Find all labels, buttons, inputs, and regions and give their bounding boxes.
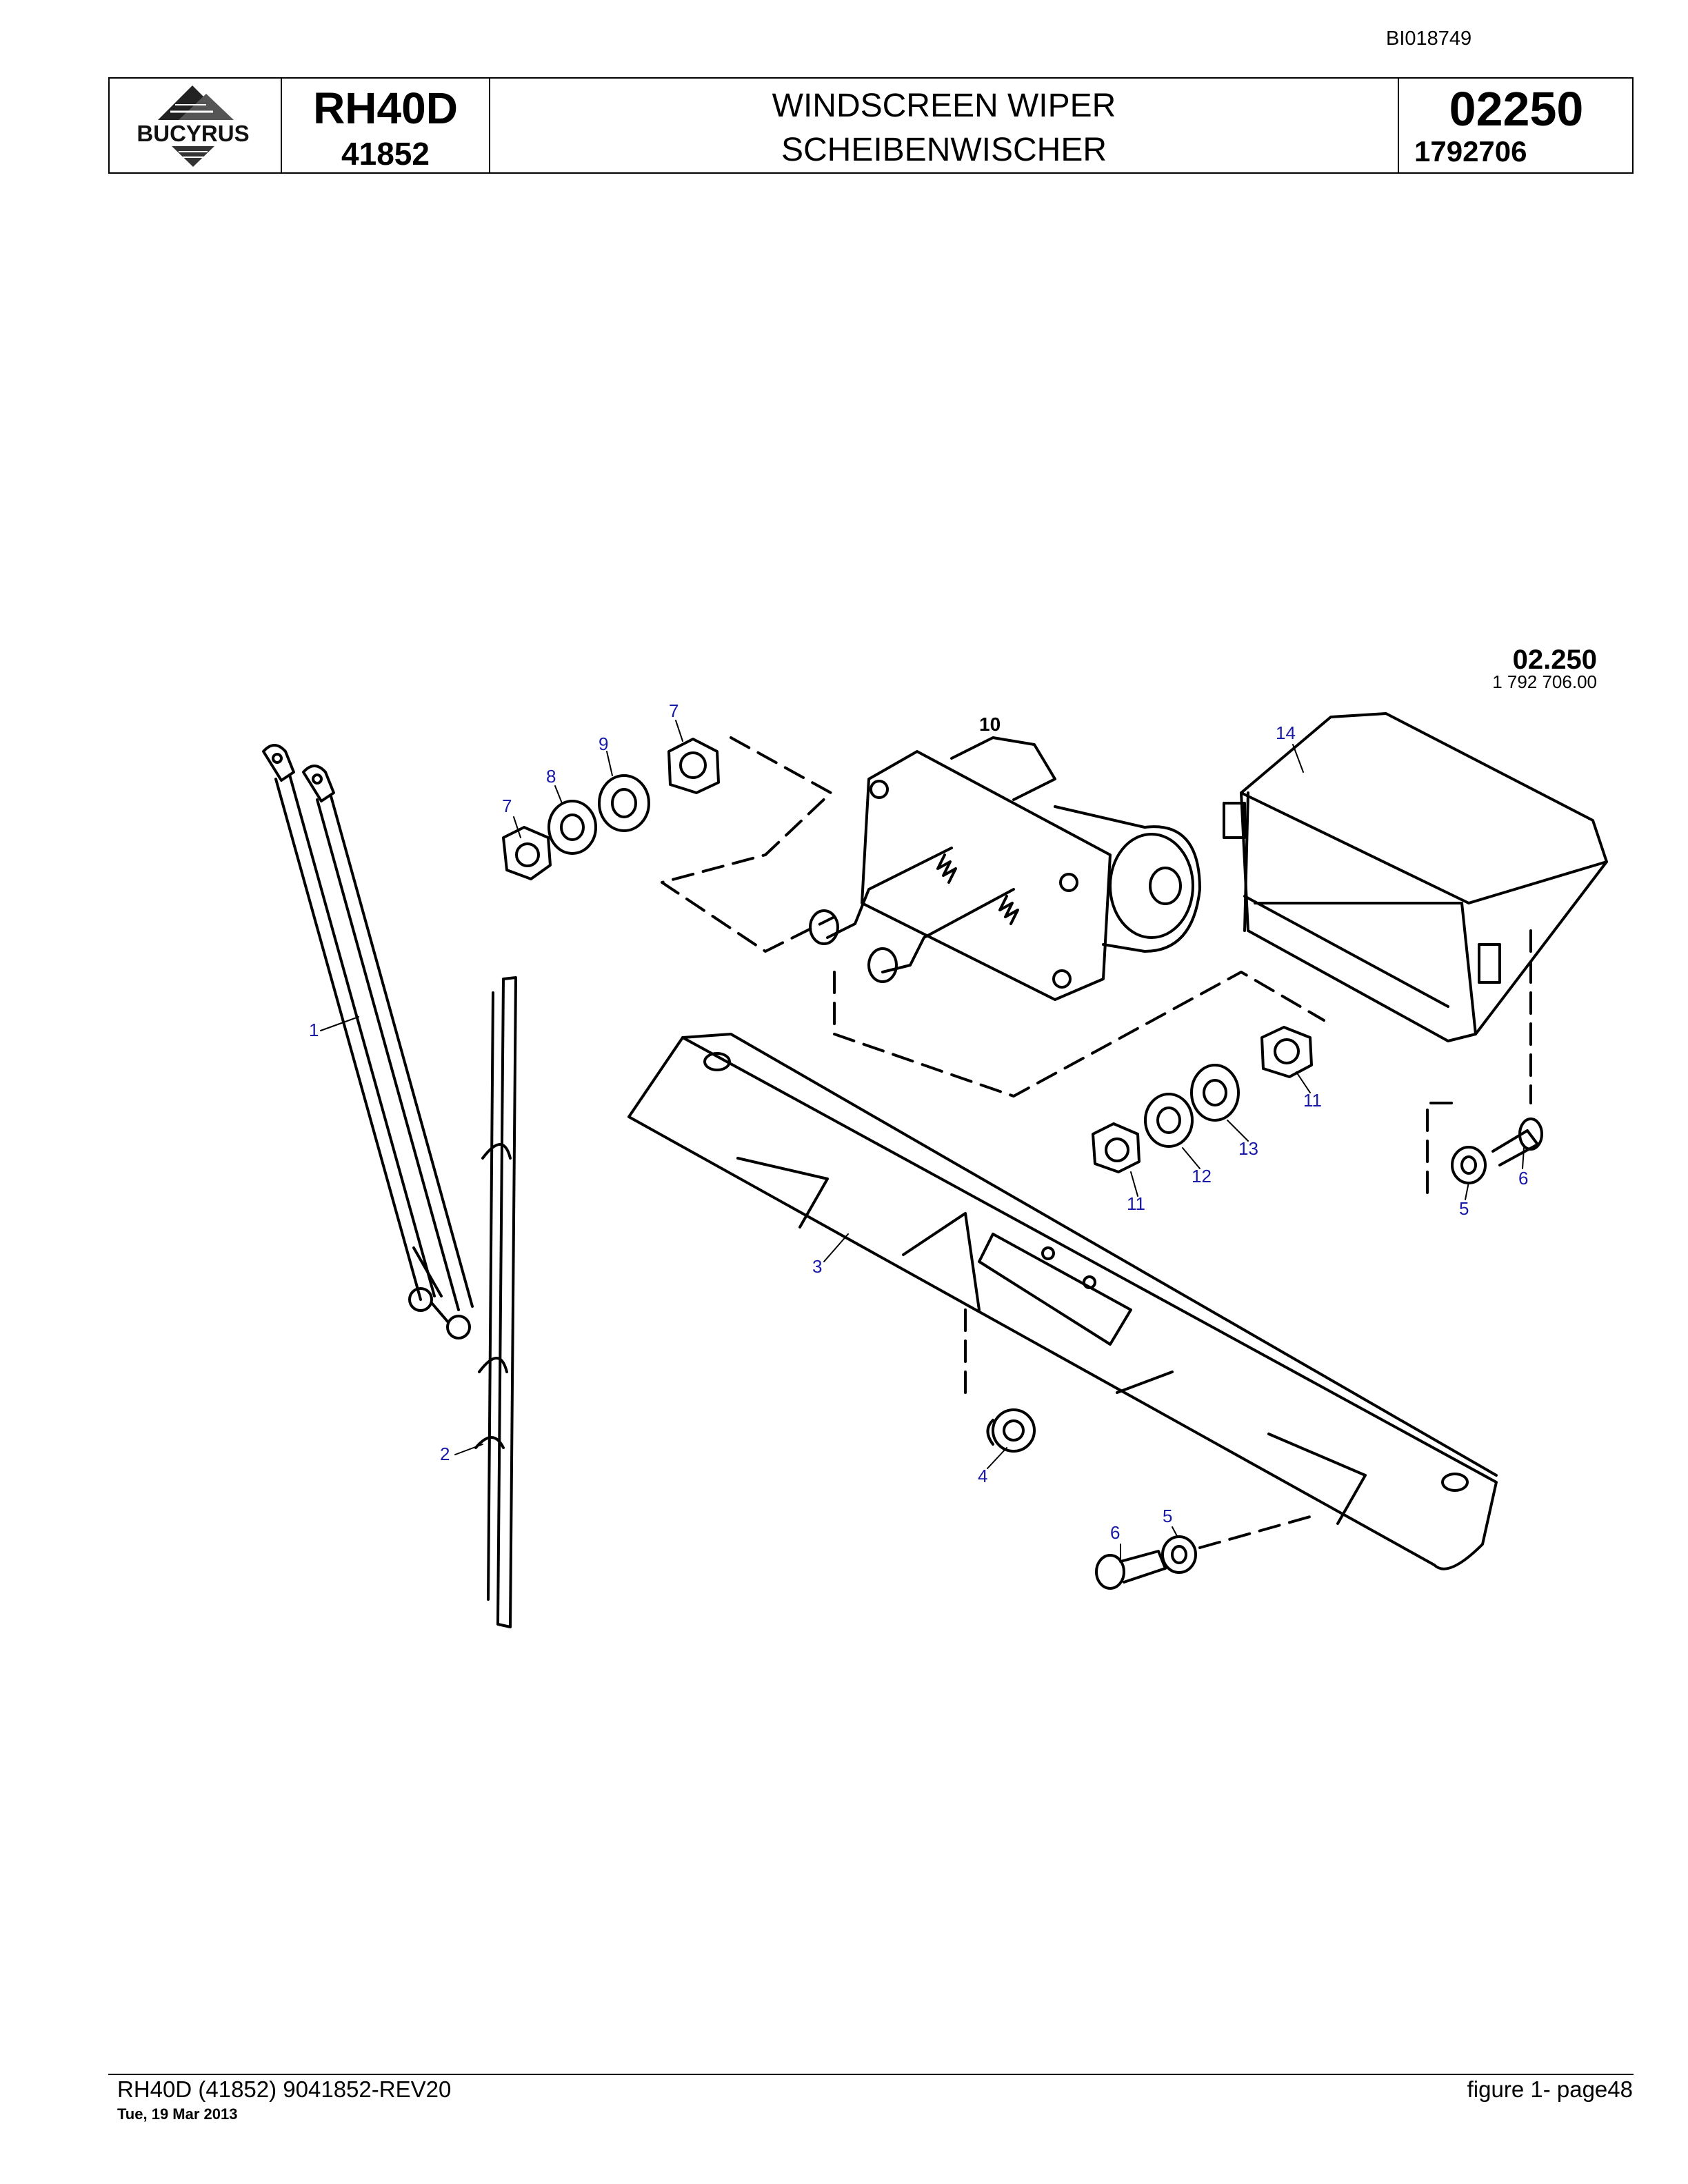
group-number-cell: 02250 1792706 bbox=[1399, 79, 1634, 172]
callout-13: 13 bbox=[1238, 1138, 1258, 1159]
wiper-blade bbox=[474, 976, 517, 1628]
callout-2: 2 bbox=[440, 1444, 450, 1464]
nut-washer-set-upper bbox=[502, 736, 836, 953]
callout-7-right: 7 bbox=[669, 700, 679, 721]
drawing-group-code: 02.250 bbox=[1513, 645, 1597, 675]
document-id: BI018749 bbox=[1386, 28, 1472, 50]
wiper-motor bbox=[809, 736, 1325, 1098]
callout-11-upper: 11 bbox=[1303, 1090, 1322, 1111]
bucyrus-logo: BUCYRUS bbox=[119, 85, 267, 167]
drawing-part-code: 1 792 706.00 bbox=[1492, 671, 1597, 692]
callout-7-left: 7 bbox=[502, 796, 512, 816]
callout-5-lower: 5 bbox=[1163, 1506, 1172, 1526]
footer-document-reference: RH40D (41852) 9041852-REV20 bbox=[117, 2076, 452, 2102]
part-number: 1792706 bbox=[1414, 135, 1527, 168]
footer-date: Tue, 19 Mar 2013 bbox=[117, 2105, 238, 2123]
title-german: SCHEIBENWISCHER bbox=[781, 132, 1107, 168]
callout-4: 4 bbox=[978, 1466, 987, 1486]
callout-6-lower: 6 bbox=[1110, 1522, 1120, 1543]
callout-12: 12 bbox=[1192, 1166, 1212, 1186]
nut-washer-set-lower bbox=[1092, 1026, 1313, 1173]
grommet bbox=[964, 1308, 1036, 1453]
group-number: 02250 bbox=[1449, 82, 1584, 136]
motor-cover bbox=[1223, 712, 1608, 1042]
footer-figure-page: figure 1- page48 bbox=[1467, 2076, 1633, 2102]
brand-logo-cell: BUCYRUS bbox=[110, 79, 282, 172]
callout-14: 14 bbox=[1276, 722, 1296, 743]
model-cell: RH40D 41852 bbox=[282, 79, 490, 172]
callout-10: 10 bbox=[979, 714, 1001, 735]
title-block: BUCYRUS RH40D 41852 WINDSCREEN WIPER SCH… bbox=[108, 77, 1634, 174]
callout-6-upper: 6 bbox=[1518, 1168, 1528, 1189]
callout-11-lower: 11 bbox=[1127, 1193, 1145, 1214]
serial-number: 41852 bbox=[341, 136, 430, 172]
wiper-arm bbox=[262, 744, 474, 1339]
title-cell: WINDSCREEN WIPER SCHEIBENWISCHER bbox=[490, 79, 1399, 172]
callout-3: 3 bbox=[812, 1256, 822, 1277]
screw-and-washer-lower bbox=[1095, 1515, 1312, 1590]
title-english: WINDSCREEN WIPER bbox=[772, 88, 1116, 124]
callout-9: 9 bbox=[599, 734, 608, 754]
footer-rule bbox=[108, 2074, 1634, 2075]
cover-strip bbox=[627, 1033, 1498, 1570]
callout-5-upper: 5 bbox=[1459, 1198, 1469, 1219]
callout-1: 1 bbox=[309, 1020, 319, 1040]
callout-8: 8 bbox=[546, 766, 556, 787]
model-name: RH40D bbox=[313, 83, 458, 133]
leader-lines bbox=[320, 720, 1525, 1562]
brand-name: BUCYRUS bbox=[137, 121, 249, 146]
